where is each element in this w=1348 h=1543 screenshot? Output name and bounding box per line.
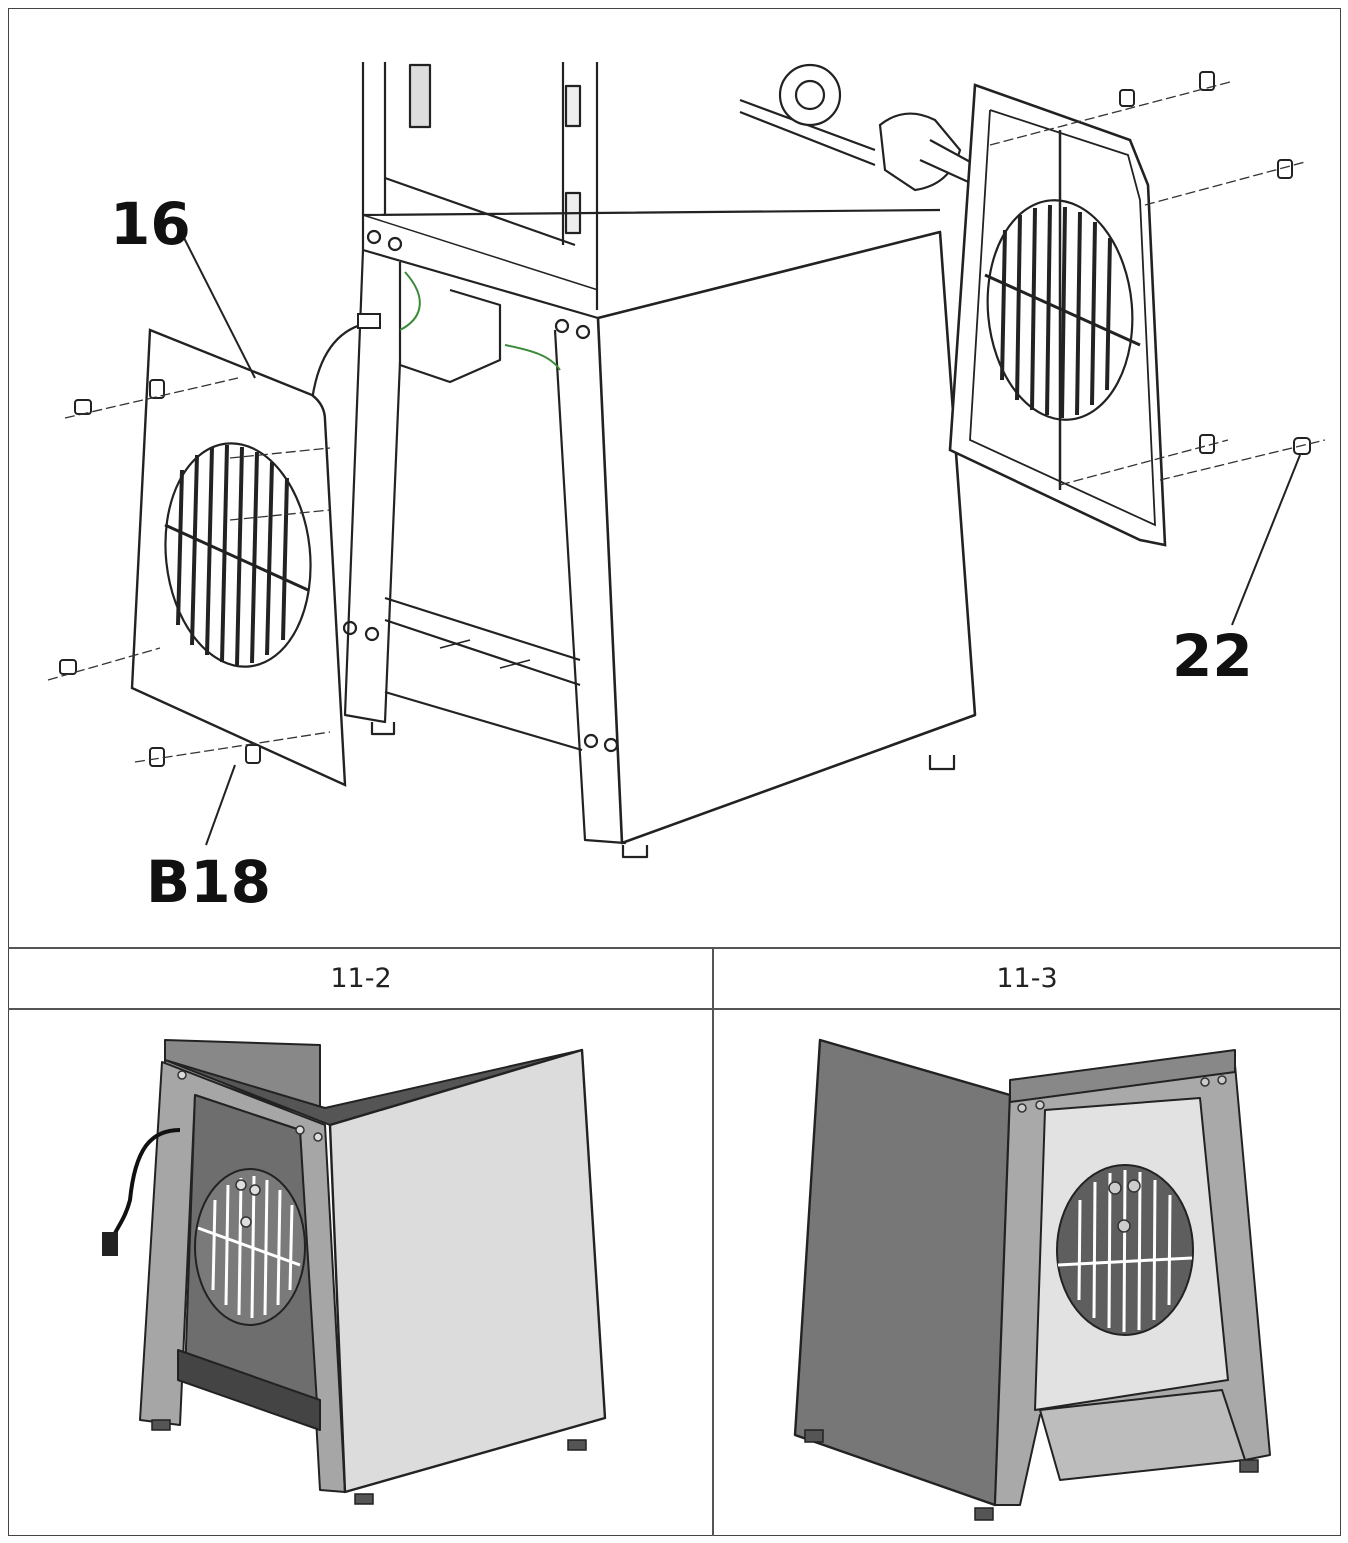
- exploded-view-panel: [10, 10, 1340, 946]
- callout-b18: B18: [146, 848, 271, 916]
- view-11-3-drawing: [793, 1038, 1271, 1521]
- view-11-2-drawing: [102, 1039, 607, 1505]
- divider-caption: [8, 1008, 1341, 1010]
- callout-22: 22: [1172, 622, 1253, 690]
- divider-vertical: [712, 948, 714, 1536]
- figure-frame: [8, 8, 1341, 1536]
- divider-top: [8, 947, 1341, 949]
- left-cover-panel: [130, 328, 347, 787]
- caption-11-2: 11-2: [330, 962, 392, 994]
- exploded-view-drawing: [47, 62, 1326, 859]
- view-11-3-panel: [714, 1010, 1340, 1536]
- caption-11-3: 11-3: [996, 962, 1058, 994]
- callout-16: 16: [110, 190, 191, 258]
- view-11-2-panel: [10, 1010, 712, 1536]
